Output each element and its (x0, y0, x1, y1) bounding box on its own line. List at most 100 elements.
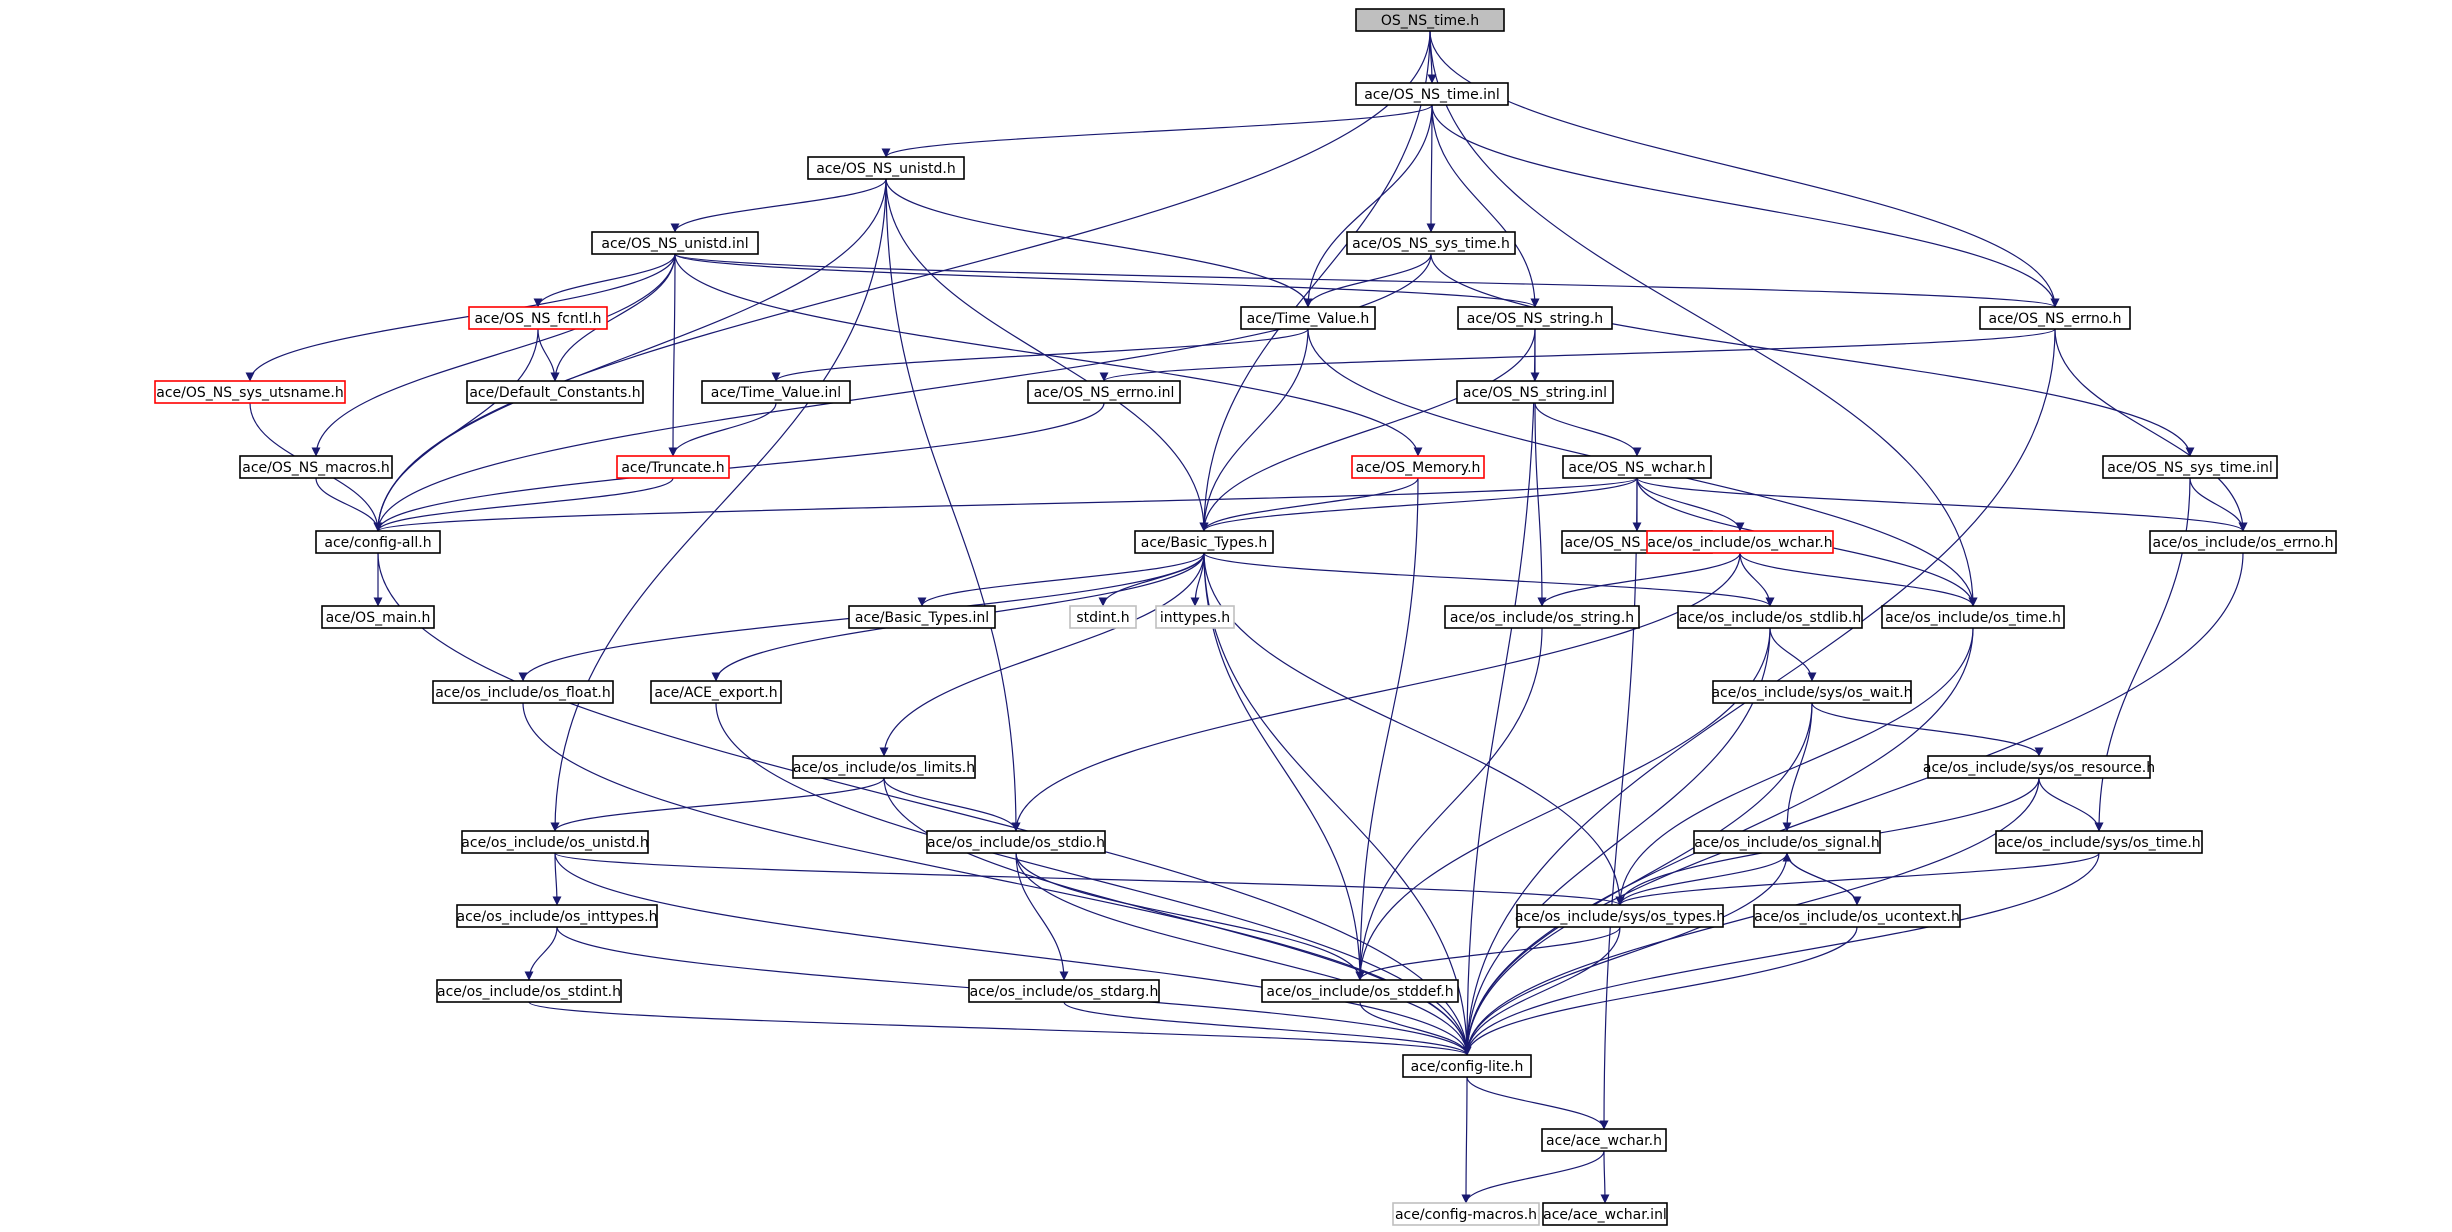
node-box (1261, 979, 1459, 1003)
graph-node[interactable]: ace/os_include/os_errno.h (2149, 530, 2337, 554)
edge-os_ucontext-to-config_lite (1462, 926, 1858, 1056)
edge-os_types-to-os_stddef (1355, 926, 1621, 981)
graph-node[interactable]: ace/ace_wchar.inl (1542, 1202, 1668, 1226)
edge-basic_types-to-os_stdlib (1203, 552, 1775, 607)
graph-node[interactable]: ace/Default_Constants.h (466, 380, 644, 404)
graph-node[interactable]: ace/os_include/os_stdint.h (436, 979, 622, 1003)
graph-node[interactable]: ace/OS_main.h (321, 605, 435, 629)
graph-node[interactable]: OS_NS_time.h (1355, 8, 1505, 32)
graph-node[interactable]: ace/os_include/os_inttypes.h (456, 904, 658, 928)
node-label: ace/os_include/os_stdint.h (437, 984, 621, 1000)
node-label: ace/Time_Value.inl (711, 385, 841, 401)
node-box (1541, 1128, 1667, 1152)
node-box (701, 380, 851, 404)
graph-node[interactable]: ace/OS_NS_wchar.h (1562, 455, 1712, 479)
edge-time_inl-to-ns_string_h (1431, 104, 1540, 308)
node-box (926, 830, 1106, 854)
edge-time_inl-to-ns_errno_h (1431, 104, 2060, 308)
graph-node[interactable]: ace/OS_NS_macros.h (239, 455, 393, 479)
node-box (2149, 530, 2337, 554)
graph-node[interactable]: ace/os_include/os_signal.h (1693, 830, 1881, 854)
graph-node[interactable]: ace/os_include/os_wchar.h (1646, 530, 1834, 554)
graph-node[interactable]: ace/OS_NS_sys_time.inl (2102, 455, 2278, 479)
graph-node[interactable]: ace/os_include/os_stdlib.h (1677, 605, 1863, 629)
edge-os_string-to-os_stddef (1355, 627, 1543, 981)
node-box (468, 306, 608, 330)
graph-node[interactable]: ace/os_include/os_float.h (432, 680, 614, 704)
edge-unistd_inl-to-default_constants (550, 253, 676, 382)
edge-os_wchar-to-os_stdlib (1739, 552, 1775, 607)
graph-node[interactable]: ace/Truncate.h (616, 455, 730, 479)
graph-node[interactable]: inttypes.h (1155, 605, 1235, 629)
edge-root-to-ns_errno_h (1429, 30, 2060, 308)
edge-unistd_inl-to-truncate (668, 253, 678, 457)
graph-node[interactable]: ace/config-all.h (315, 530, 441, 554)
graph-node[interactable]: ace/OS_NS_sys_time.h (1346, 231, 1516, 255)
graph-node[interactable]: ace/Basic_Types.h (1134, 530, 1274, 554)
graph-node[interactable]: ace/ace_wchar.h (1541, 1128, 1667, 1152)
graph-node[interactable]: ace/os_include/os_limits.h (792, 755, 976, 779)
graph-node[interactable]: ace/OS_NS_fcntl.h (468, 306, 608, 330)
graph-node[interactable]: ace/os_include/sys/os_types.h (1515, 904, 1725, 928)
node-label: OS_NS_time.h (1381, 13, 1479, 29)
node-label: ace/Default_Constants.h (469, 385, 640, 401)
node-box (461, 830, 649, 854)
node-box (1677, 605, 1863, 629)
node-label: ace/OS_NS_errno.inl (1034, 385, 1175, 401)
node-label: ace/os_include/os_unistd.h (461, 835, 648, 851)
node-label: ace/os_include/os_ucontext.h (1754, 909, 1960, 925)
edge-time_inl-to-sys_time_h (1426, 104, 1436, 233)
graph-node[interactable]: ace/os_include/os_ucontext.h (1753, 904, 1961, 928)
graph-node[interactable]: ace/OS_NS_sys_utsname.h (154, 380, 346, 404)
graph-node[interactable]: ace/Basic_Types.inl (848, 605, 996, 629)
graph-node[interactable]: ace/os_include/sys/os_time.h (1995, 830, 2203, 854)
graph-node[interactable]: ace/os_include/os_string.h (1444, 605, 1640, 629)
edge-sys_time_h-to-time_value_h (1303, 253, 1432, 308)
graph-node[interactable]: ace/OS_Memory.h (1351, 455, 1485, 479)
edges (245, 30, 2248, 1204)
edge-basic_types-to-stdint (1098, 552, 1205, 607)
node-box (1646, 530, 1834, 554)
graph-node[interactable]: ace/OS_NS_unistd.inl (591, 231, 759, 255)
graph-node[interactable]: ace/os_include/os_time.h (1881, 605, 2065, 629)
graph-node[interactable]: ace/os_include/os_stdio.h (926, 830, 1106, 854)
graph-node[interactable]: ace/os_include/os_unistd.h (461, 830, 649, 854)
edge-unistd_inl-to-ns_errno_h (674, 253, 2059, 308)
node-label: ace/OS_NS_unistd.h (816, 161, 956, 177)
node-box (591, 231, 759, 255)
node-label: ace/Time_Value.h (1247, 311, 1370, 327)
graph-node[interactable]: ace/OS_NS_string.inl (1456, 380, 1614, 404)
node-box (1927, 755, 2151, 779)
node-label: ace/os_include/os_string.h (1450, 610, 1634, 626)
graph-node[interactable]: ace/config-lite.h (1402, 1054, 1532, 1078)
graph-node[interactable]: ace/os_include/sys/os_resource.h (1923, 755, 2155, 779)
graph-node[interactable]: ace/os_include/os_stdarg.h (968, 979, 1160, 1003)
graph-node[interactable]: ace/ACE_export.h (650, 680, 782, 704)
node-box (1355, 82, 1509, 106)
node-label: ace/os_include/sys/os_types.h (1515, 909, 1725, 925)
edge-os_limits-to-os_unistd (550, 777, 885, 832)
edge-fcntl-to-config_all (373, 328, 539, 532)
edge-basic_types-to-os_limits (879, 552, 1205, 757)
node-label: ace/os_include/sys/os_wait.h (1711, 685, 1912, 701)
graph-node[interactable]: ace/Time_Value.h (1240, 306, 1376, 330)
graph-node[interactable]: ace/Time_Value.inl (701, 380, 851, 404)
graph-node[interactable]: ace/config-macros.h (1392, 1202, 1540, 1226)
edge-ns_wchar_h-to-basic_types (1199, 477, 1638, 532)
edge-os_resource-to-os_sys_time (2038, 777, 2104, 832)
graph-node[interactable]: ace/OS_NS_unistd.h (807, 156, 965, 180)
edge-os_resource-to-config_lite (1462, 777, 2040, 1056)
node-box (1881, 605, 2065, 629)
graph-node[interactable]: ace/OS_NS_errno.h (1979, 306, 2131, 330)
edge-unistd_h-to-time_value_h (885, 178, 1313, 308)
node-label: ace/Truncate.h (621, 460, 724, 476)
graph-node[interactable]: ace/os_include/sys/os_wait.h (1711, 680, 1913, 704)
graph-node[interactable]: ace/OS_NS_errno.inl (1027, 380, 1181, 404)
graph-node[interactable]: stdint.h (1069, 605, 1137, 629)
graph-node[interactable]: ace/OS_NS_time.inl (1355, 82, 1509, 106)
graph-node[interactable]: ace/OS_NS_string.h (1457, 306, 1613, 330)
node-box (650, 680, 782, 704)
graph-node[interactable]: ace/os_include/os_stddef.h (1261, 979, 1459, 1003)
edge-os_limits-to-os_stdio (883, 777, 1021, 832)
